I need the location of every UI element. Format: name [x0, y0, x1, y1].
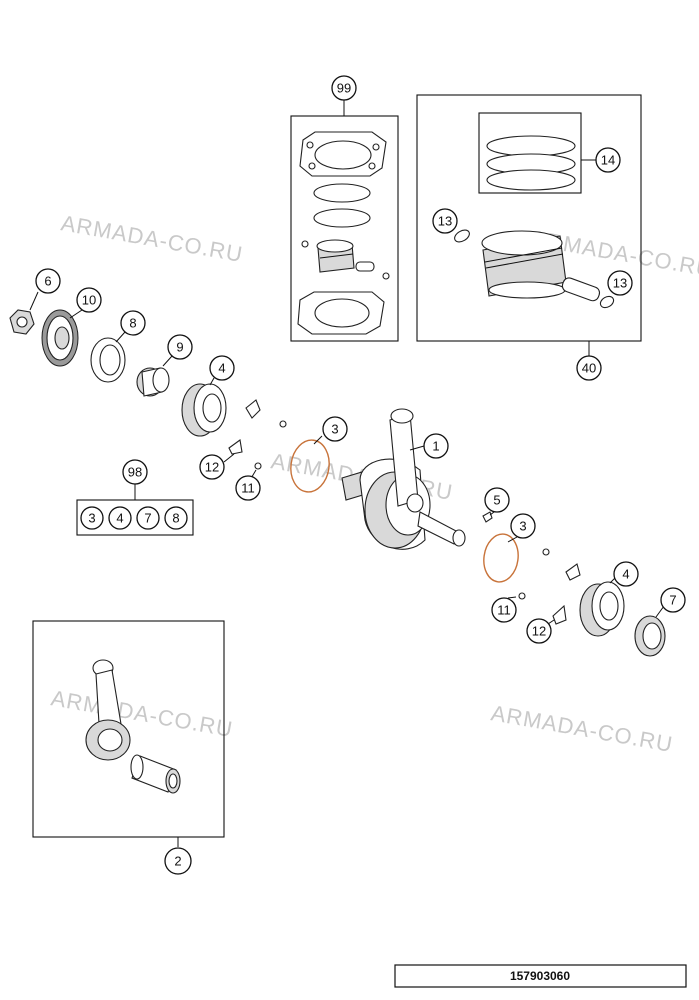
o-ring-right [483, 533, 519, 583]
circlip-left [454, 229, 470, 243]
callout-11-left: 11 [235, 475, 261, 501]
callout-14: 14 [595, 147, 621, 173]
screw-4 [518, 592, 526, 600]
key-piece-4 [552, 604, 567, 625]
callout-13-right-label: 13 [613, 276, 627, 291]
seal-ring-8 [90, 337, 126, 383]
small-piston [301, 239, 355, 273]
callout-99-label: 99 [337, 81, 351, 96]
kit-98-item-4: 8 [164, 506, 188, 530]
callout-9-label: 9 [176, 340, 183, 355]
callout-11-right-label: 11 [497, 603, 511, 618]
bearing-right [579, 581, 625, 637]
kit-98-item-2-label: 4 [116, 511, 123, 526]
screw-1 [279, 420, 287, 428]
callout-12-left-label: 12 [205, 460, 219, 475]
callout-10: 10 [76, 287, 102, 313]
small-piston-pin [355, 261, 375, 272]
callout-12-right: 12 [526, 618, 552, 644]
callout-5: 5 [484, 487, 510, 513]
circlip-right [599, 295, 615, 309]
spacer-9 [136, 367, 170, 397]
watermark-5: ARMADA-CO.RU [489, 700, 675, 757]
gasket-kit-group [290, 100, 399, 342]
callout-6-label: 6 [44, 274, 51, 289]
callout-4-right: 4 [613, 561, 639, 587]
callout-8-label: 8 [129, 316, 136, 331]
callout-7: 7 [660, 587, 686, 613]
kit-98-item-3-label: 7 [144, 511, 151, 526]
callout-5-label: 5 [493, 493, 500, 508]
callout-13-left: 13 [432, 208, 458, 234]
woodruff-key [482, 511, 493, 523]
callout-13-right: 13 [607, 270, 633, 296]
conrod-pin [130, 754, 181, 794]
key-piece-3 [565, 563, 581, 581]
callout-4-left-label: 4 [218, 361, 225, 376]
callout-40: 40 [576, 355, 602, 381]
callout-3-left: 3 [322, 416, 348, 442]
bearing-left [181, 383, 227, 437]
piston-assembly-box [416, 94, 642, 342]
kit-98-item-1-label: 3 [88, 511, 95, 526]
callout-3-left-label: 3 [331, 422, 338, 437]
callout-12-right-label: 12 [532, 624, 546, 639]
key-piece-2 [228, 439, 243, 455]
seal-ring-7 [634, 615, 666, 657]
document-number-box [394, 964, 687, 988]
kit-98-item-1: 3 [80, 506, 104, 530]
callout-10-label: 10 [82, 293, 96, 308]
callout-99: 99 [331, 75, 357, 101]
o-ring-left [290, 439, 330, 493]
piston-rings-box [478, 112, 582, 194]
callout-12-left: 12 [199, 454, 225, 480]
watermark-1: ARMADA-CO.RU [59, 210, 245, 267]
right-crank-parts [482, 511, 666, 657]
callout-7-label: 7 [669, 593, 676, 608]
primary-gear [41, 309, 79, 367]
callout-11-right: 11 [491, 597, 517, 623]
document-number-block: 157903060 [394, 964, 687, 988]
conrod-kit-box [32, 620, 225, 838]
conrod-kit-group [32, 620, 225, 847]
piston-ring-2 [313, 208, 371, 228]
kit-98-box [76, 499, 194, 536]
callout-40-label: 40 [582, 361, 596, 376]
callout-1: 1 [423, 433, 449, 459]
callout-6: 6 [35, 268, 61, 294]
callout-4-left: 4 [209, 355, 235, 381]
piston-ring-1 [313, 183, 371, 203]
screw-3 [542, 548, 550, 556]
callout-14-label: 14 [601, 153, 615, 168]
piston [481, 230, 567, 299]
callout-98-label: 98 [128, 465, 142, 480]
callout-98: 98 [122, 459, 148, 485]
left-crank-parts [9, 291, 330, 493]
crankshaft [341, 408, 466, 550]
screw-2 [254, 462, 262, 470]
key-piece-1 [245, 399, 261, 419]
kit-98-item-4-label: 8 [172, 511, 179, 526]
callout-2-label: 2 [174, 854, 181, 869]
callout-1-label: 1 [432, 439, 439, 454]
piston-assembly-group [416, 94, 642, 356]
piston-pin [561, 277, 601, 302]
callout-3-right: 3 [510, 513, 536, 539]
callout-9: 9 [167, 334, 193, 360]
callout-4-right-label: 4 [622, 567, 629, 582]
callout-13-left-label: 13 [438, 214, 452, 229]
callout-8: 8 [120, 310, 146, 336]
callout-3-right-label: 3 [519, 519, 526, 534]
kit-98-item-3: 7 [136, 506, 160, 530]
callouts: 99 14 13 13 40 6 10 8 9 4 3 1 12 11 98 3… [35, 75, 686, 875]
connecting-rod [85, 659, 131, 761]
document-number: 157903060 [510, 969, 570, 983]
watermark-4: ARMADA-CO.RU [49, 685, 235, 742]
callout-11-left-label: 11 [241, 481, 255, 496]
kit-98-group [76, 484, 194, 536]
kit-98-item-2: 4 [108, 506, 132, 530]
callout-2: 2 [164, 847, 192, 875]
